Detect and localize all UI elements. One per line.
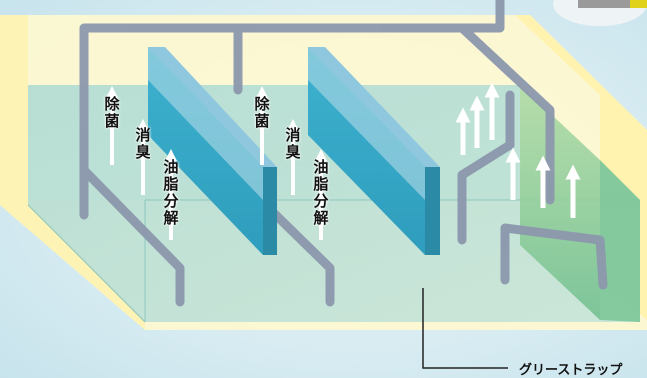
filter-1-top xyxy=(148,47,277,167)
outlet-pipe xyxy=(500,223,608,290)
filter-1-glass xyxy=(148,47,263,200)
label-arrows xyxy=(106,86,327,240)
filter-1-edge xyxy=(263,167,277,255)
label-deodorize-2: 消臭 xyxy=(285,126,301,161)
label-sterilize-1: 除菌 xyxy=(104,95,120,130)
device-corner xyxy=(553,0,647,26)
label-deodorize-1: 消臭 xyxy=(135,126,151,161)
filter-panel-1 xyxy=(148,47,277,255)
main-pipe xyxy=(79,0,505,220)
callout-leader-line xyxy=(422,288,508,369)
label-oil-breakdown-1: 油脂分解 xyxy=(163,158,179,227)
inlet-pipe-1 xyxy=(79,165,185,307)
grease-trap-label: グリーストラップ xyxy=(519,363,623,378)
filter-2-glass xyxy=(308,47,425,200)
filter-2-edge xyxy=(425,167,440,255)
filter-panel-2 xyxy=(308,47,440,255)
riser-pipe xyxy=(457,90,515,245)
green-chamber xyxy=(520,85,600,320)
filter-2-top xyxy=(308,47,440,167)
label-oil-breakdown-2: 油脂分解 xyxy=(313,158,329,227)
green-chamber-side xyxy=(600,160,640,322)
container-left-wall xyxy=(0,15,145,330)
bubble-arrows xyxy=(455,82,581,218)
label-sterilize-2: 除菌 xyxy=(254,95,270,130)
